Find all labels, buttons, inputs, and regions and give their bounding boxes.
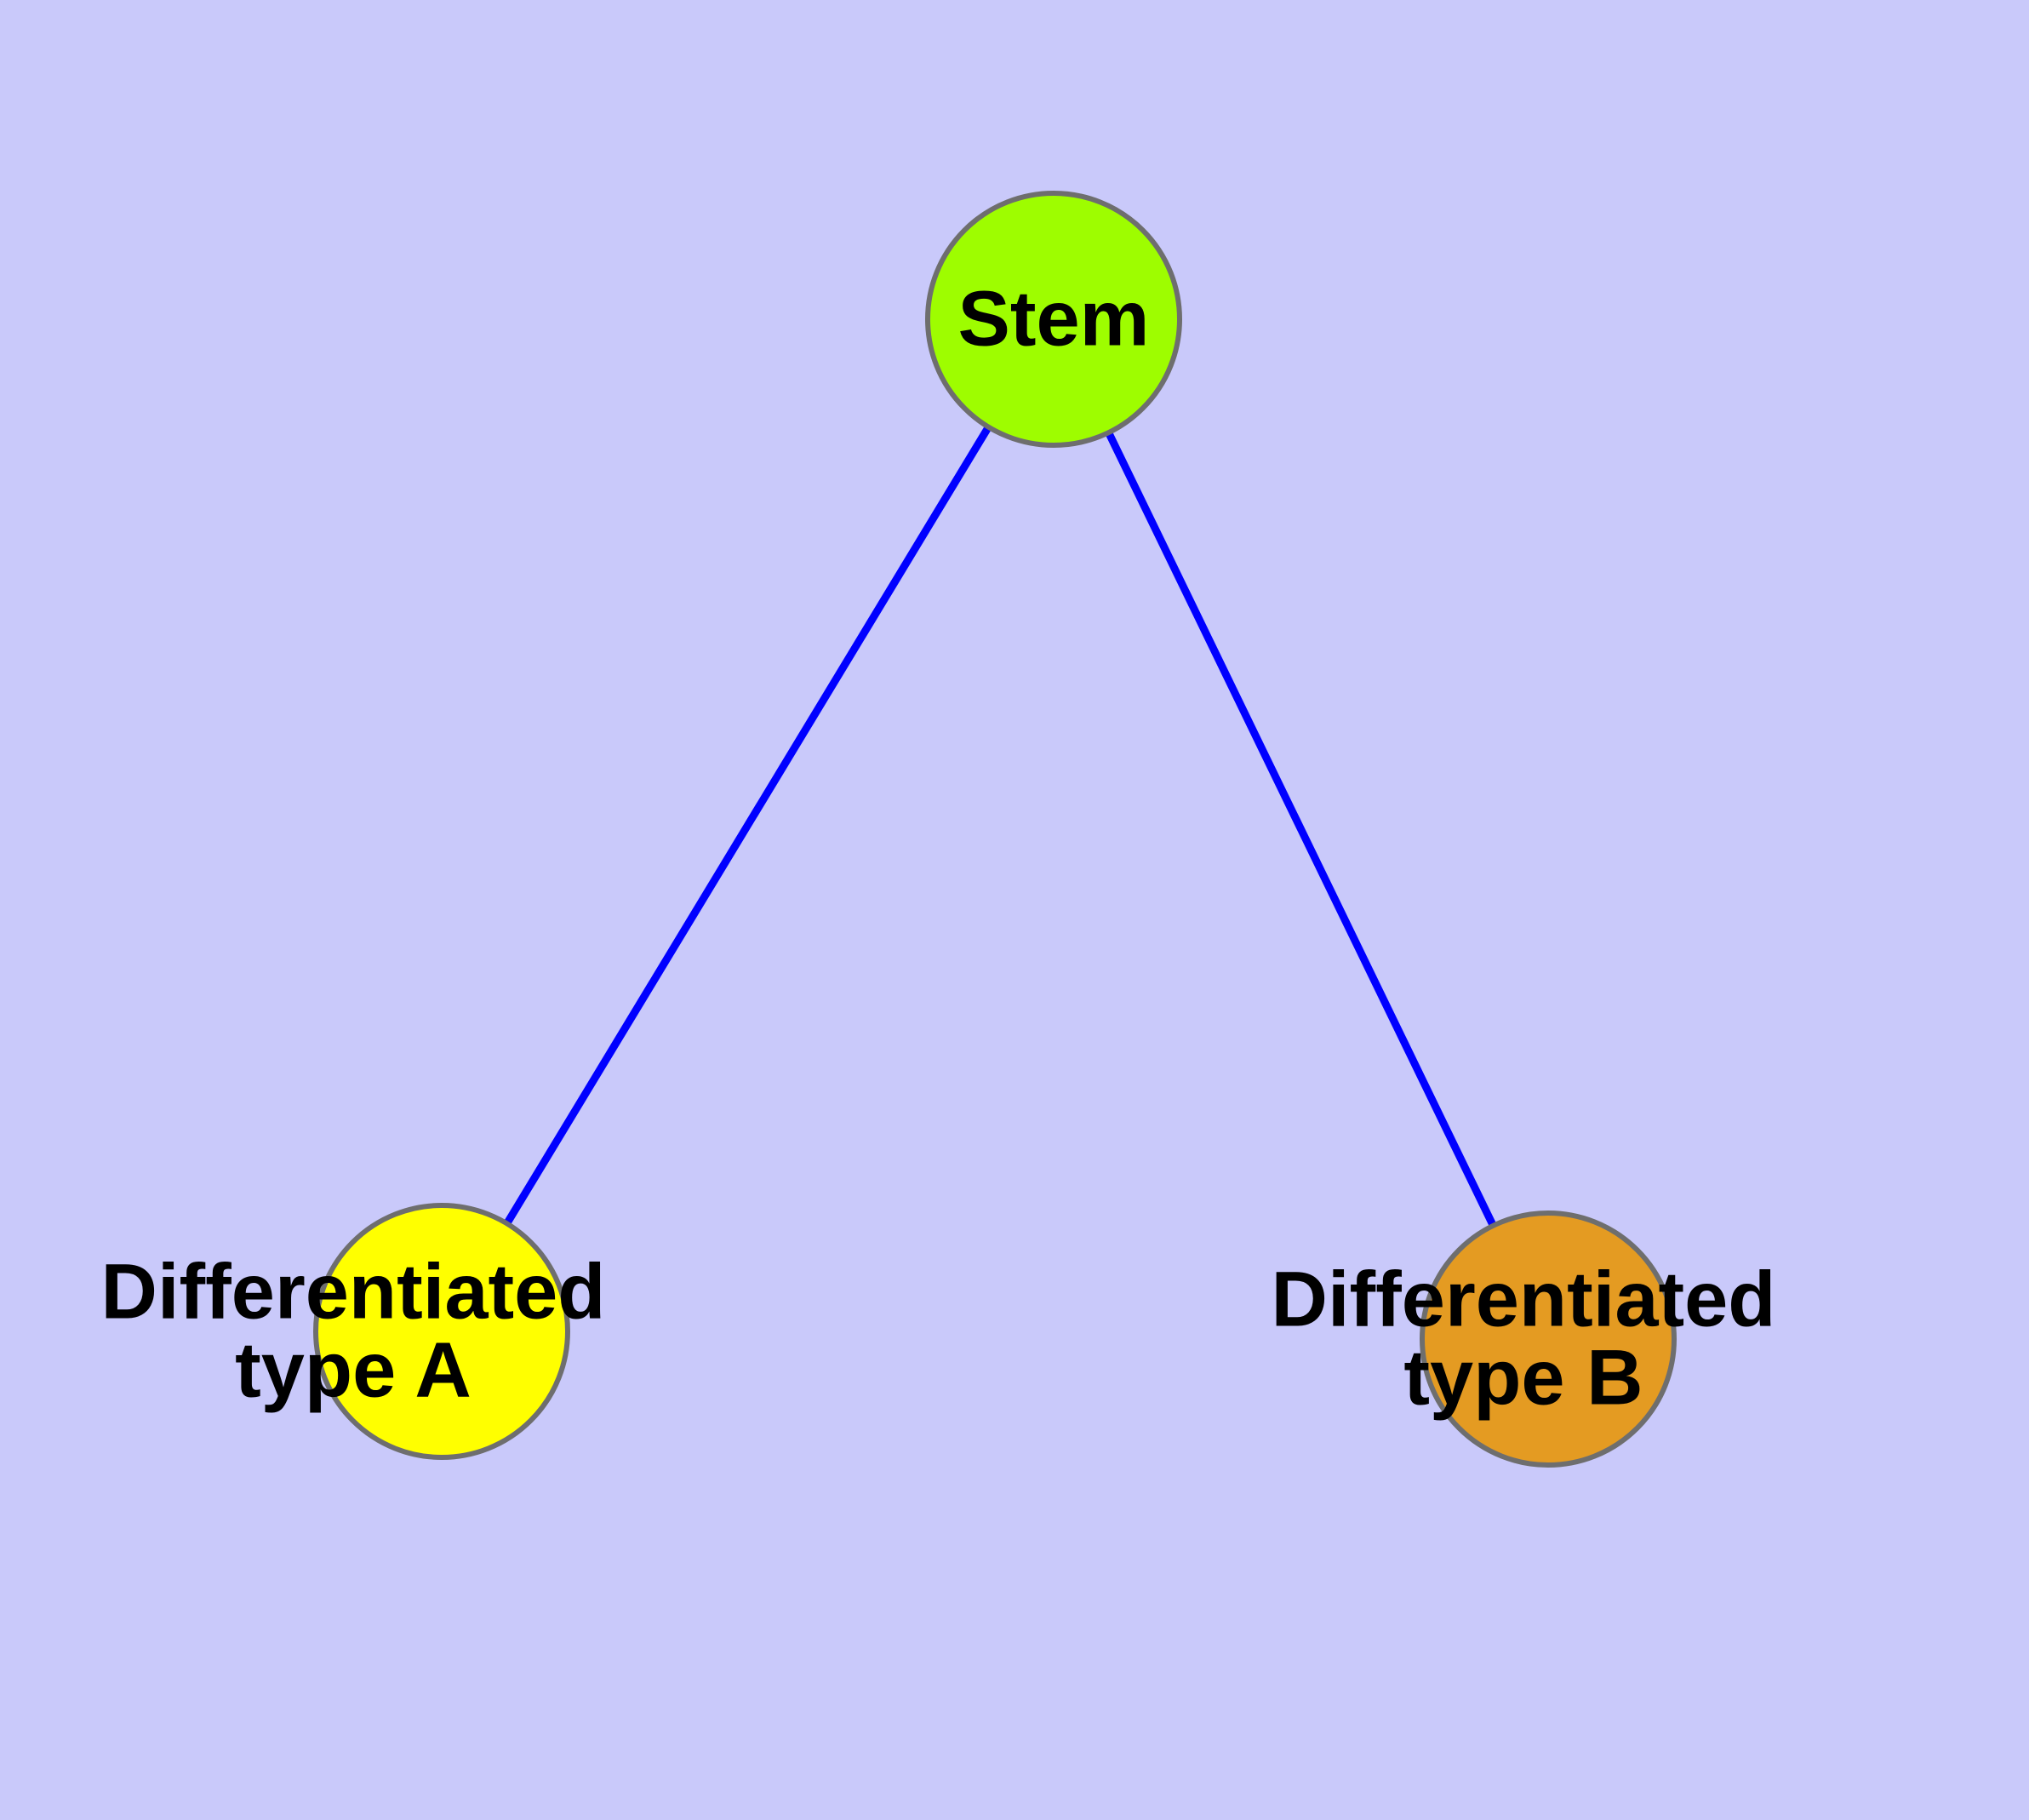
edge-stem-to-differentiated-type-b[interactable] xyxy=(1049,318,1552,1341)
node-stem-label: Stem xyxy=(958,275,1150,362)
node-label-line: Differentiated xyxy=(101,1248,606,1335)
node-differentiated-type-a-circle[interactable] xyxy=(313,1203,570,1460)
node-differentiated-type-b-circle[interactable] xyxy=(1420,1210,1677,1468)
node-label-line: Stem xyxy=(958,275,1150,362)
node-label-line: type A xyxy=(235,1326,472,1413)
node-label-line: Differentiated xyxy=(1272,1256,1776,1342)
node-stem-circle[interactable] xyxy=(925,191,1182,448)
node-layer xyxy=(313,191,1677,1468)
node-label-line: type B xyxy=(1403,1334,1643,1421)
edge-layer xyxy=(438,317,1552,1341)
edge-stem-to-differentiated-type-a[interactable] xyxy=(438,317,1057,1334)
